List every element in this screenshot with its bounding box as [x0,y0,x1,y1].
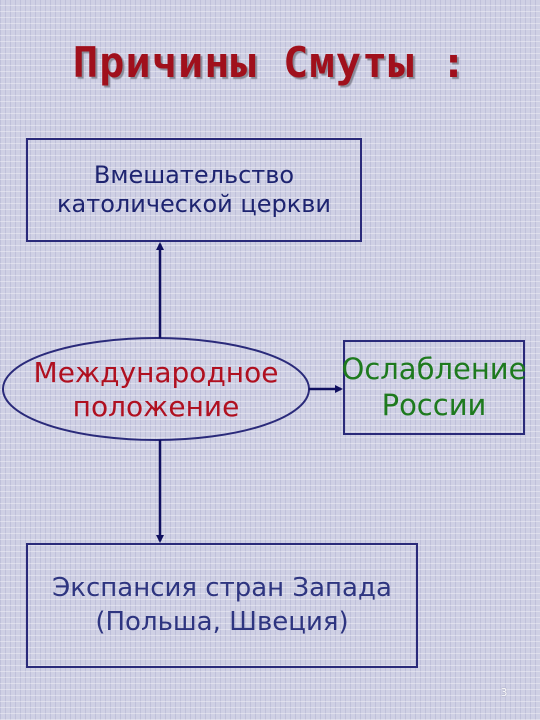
western-expansion-box: Экспансия стран Запада (Польша, Швеция) [26,543,418,668]
slide-title: Причины Смуты : [72,38,468,87]
page-number: 3 [500,686,508,699]
weakening-line-1: Ослабление [341,352,527,387]
expansion-line-2: (Польша, Швеция) [95,606,349,637]
international-line-1: Международное [33,355,279,389]
international-line-2: положение [72,389,240,423]
expansion-line-1: Экспансия стран Запада [52,572,392,603]
church-intervention-box: Вмешательство католической церкви [26,138,362,242]
church-line-1: Вмешательство [93,160,295,189]
international-situation-label: Международное положение [1,337,311,442]
russia-weakening-box: Ослабление России [341,340,527,435]
church-line-2: католической церкви [57,190,331,218]
weakening-line-2: России [381,387,487,422]
